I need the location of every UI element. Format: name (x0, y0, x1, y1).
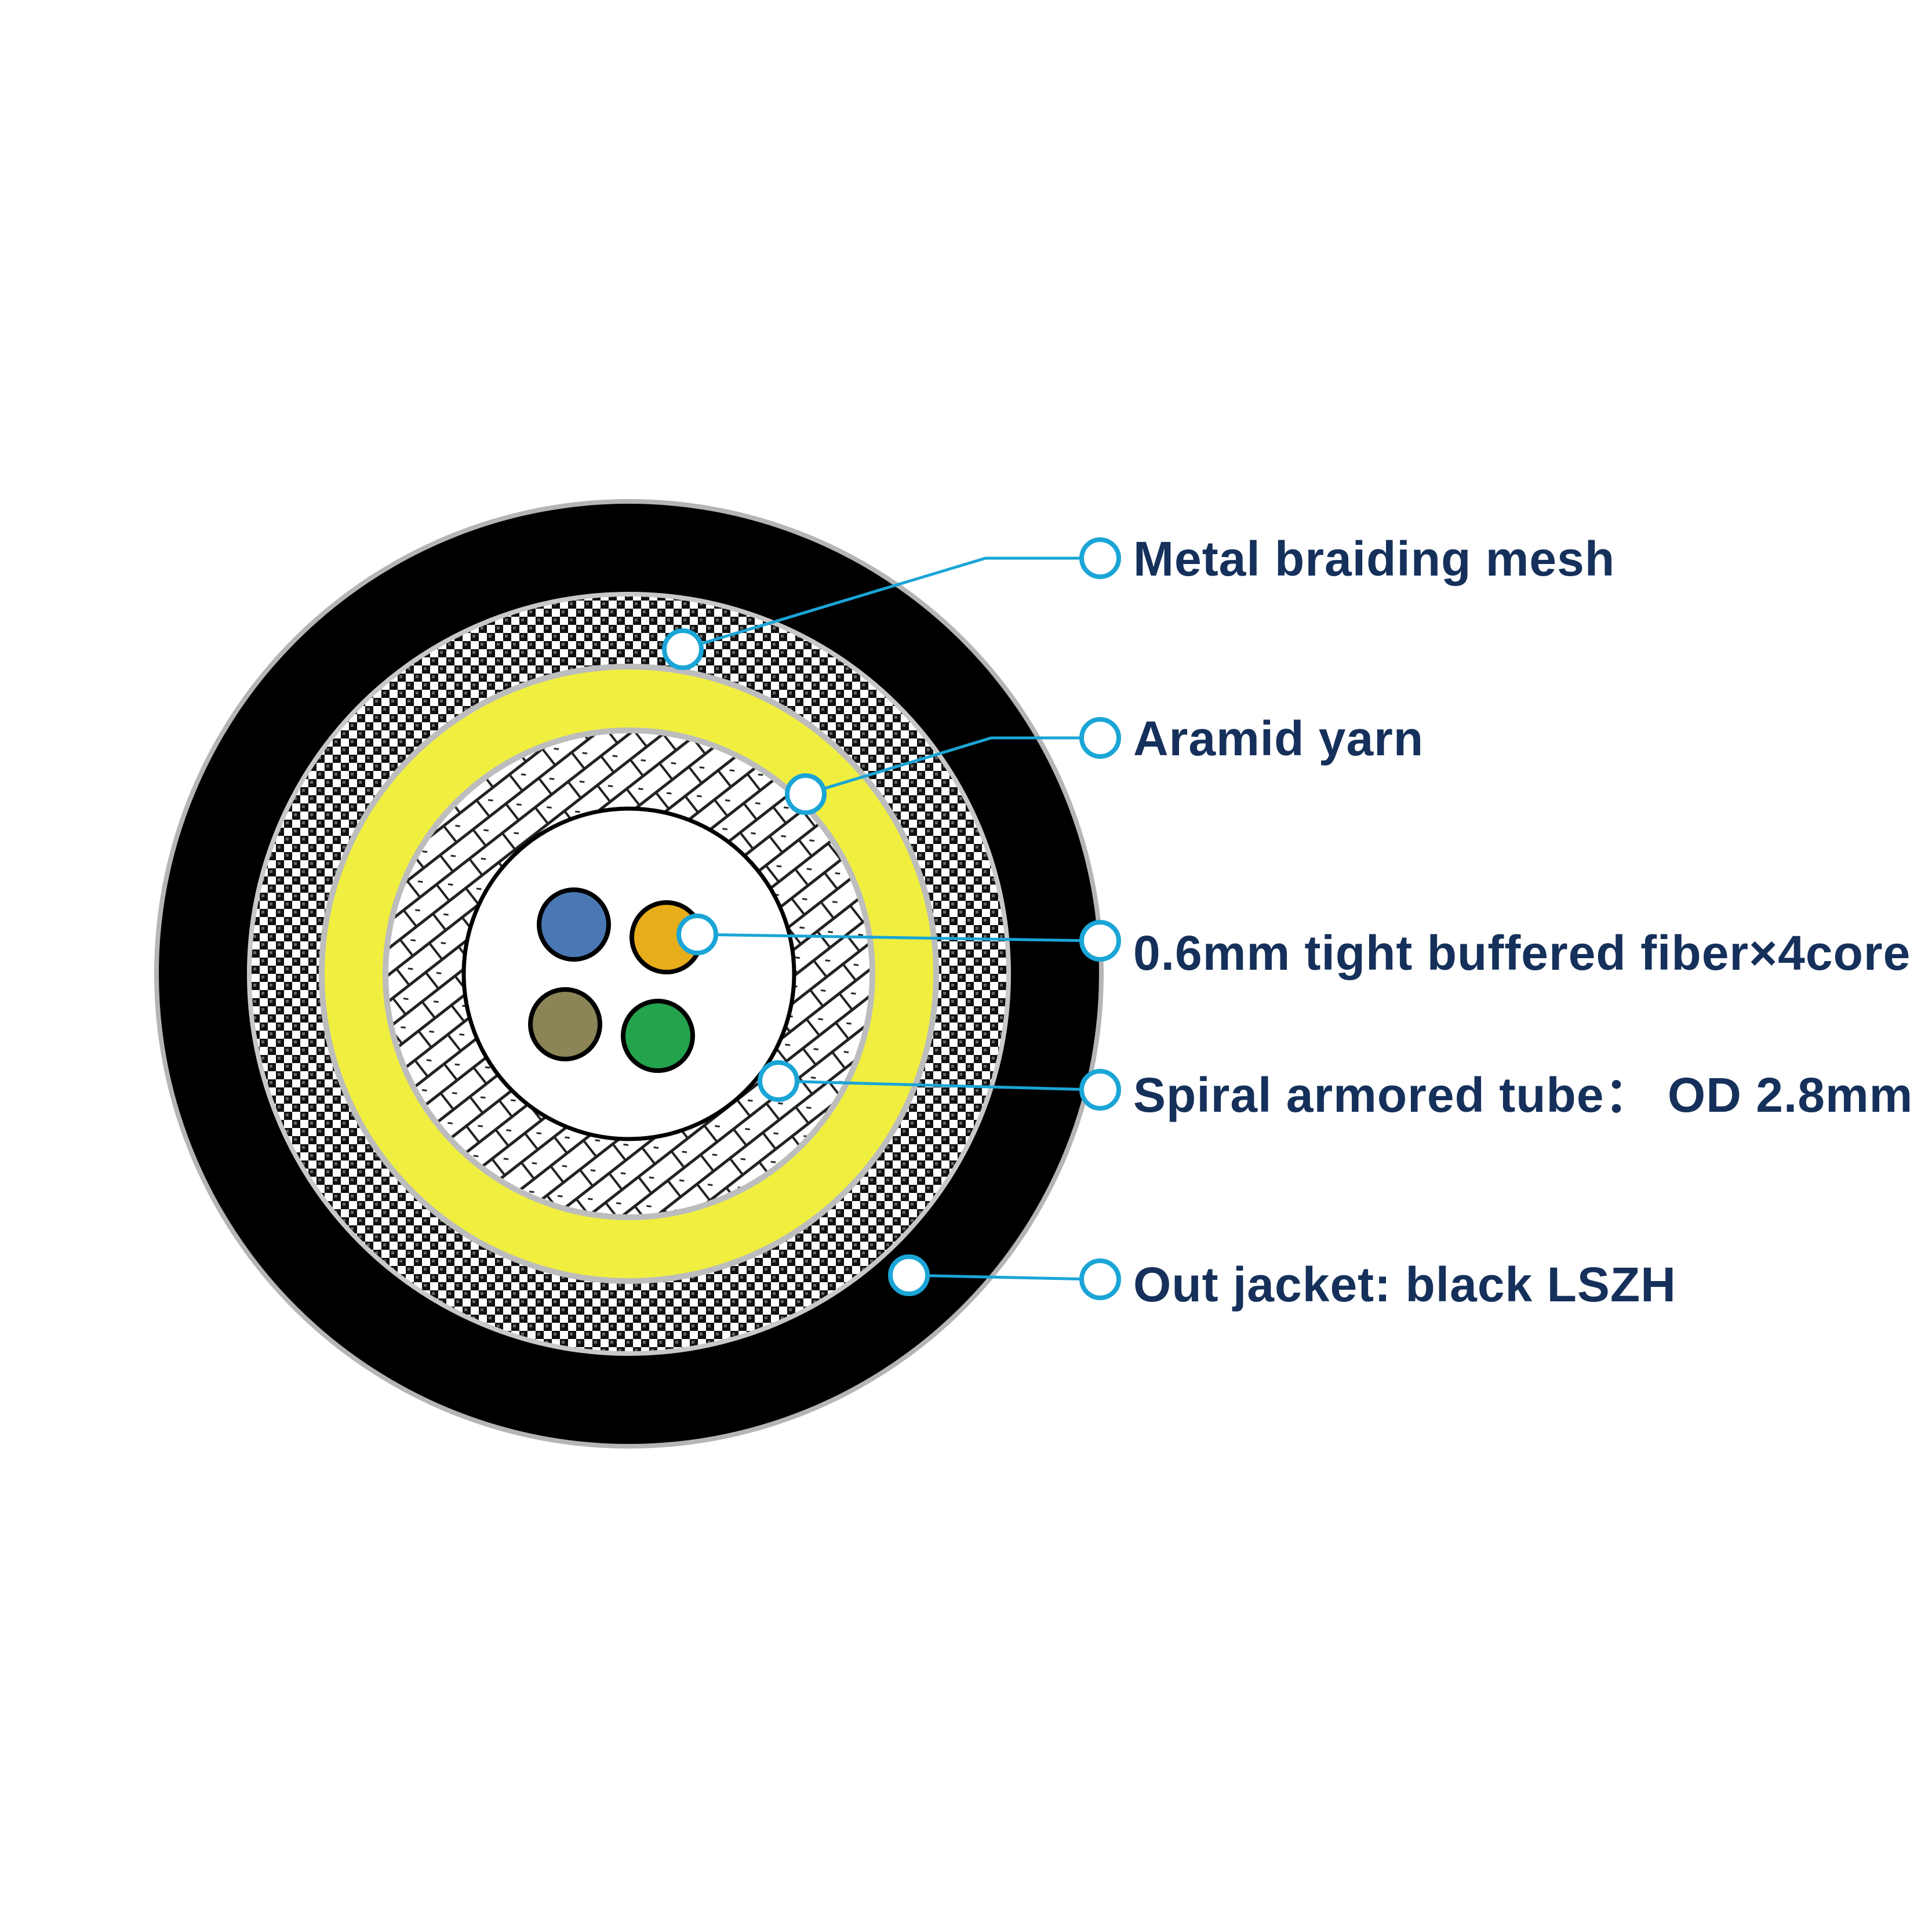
marker-tight-buffered-fiber (676, 914, 718, 955)
fiber-blue (537, 887, 611, 962)
leader-line-metal-braiding-mesh (682, 556, 1094, 651)
callout-out-jacket: Out jacket: black LSZH (888, 1254, 1676, 1312)
marker-spiral-armored-tube (758, 1060, 799, 1102)
label-marker-out-jacket (1079, 1258, 1121, 1300)
marker-out-jacket (888, 1254, 930, 1296)
label-marker-aramid-yarn (1079, 717, 1121, 759)
callout-metal-braiding-mesh: Metal braiding mesh (662, 532, 1615, 670)
label-aramid-yarn: Aramid yarn (1133, 711, 1424, 766)
label-tight-buffered-fiber: 0.6mm tight buffered fiber×4core (1133, 926, 1911, 980)
leader-line-spiral-armored-tube (778, 1079, 1095, 1091)
callout-layer: Metal braiding mesh Aramid yarn 0.6mm ti… (662, 532, 1913, 1312)
callout-aramid-yarn: Aramid yarn (785, 711, 1424, 815)
leader-line-tight-buffered-fiber (697, 933, 1095, 943)
fiber-olive (528, 987, 602, 1061)
label-marker-spiral-armored-tube (1079, 1069, 1121, 1111)
fiber-green (621, 999, 695, 1073)
leader-line-out-jacket (908, 1274, 1095, 1281)
callout-tight-buffered-fiber: 0.6mm tight buffered fiber×4core (676, 914, 1911, 980)
label-marker-metal-braiding-mesh (1079, 537, 1121, 579)
inner-core-area (461, 806, 796, 1141)
label-marker-tight-buffered-fiber (1079, 920, 1121, 962)
callout-spiral-armored-tube: Spiral armored tube： OD 2.8mm (758, 1060, 1913, 1122)
label-out-jacket: Out jacket: black LSZH (1133, 1257, 1676, 1312)
metal-braid-outer-edge (247, 592, 1011, 1356)
label-metal-braiding-mesh: Metal braiding mesh (1133, 532, 1615, 586)
label-spiral-armored-tube: Spiral armored tube： OD 2.8mm (1133, 1068, 1913, 1122)
marker-aramid-yarn (785, 773, 827, 815)
leader-line-aramid-yarn (805, 736, 1094, 796)
marker-metal-braiding-mesh (662, 628, 704, 670)
